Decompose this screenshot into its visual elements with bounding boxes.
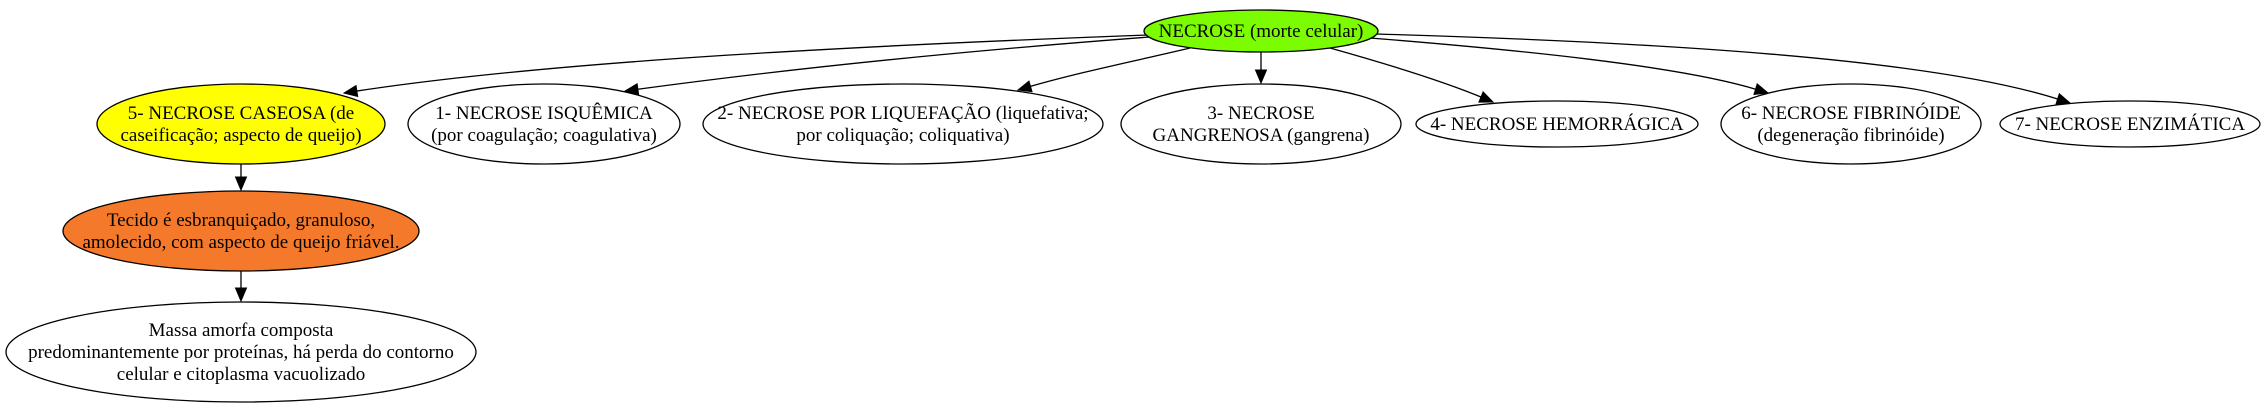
node-hemorragica: 4- NECROSE HEMORRÁGICA <box>1415 100 1699 148</box>
node-hemorragica-ellipse <box>1415 100 1699 148</box>
node-liquefacao: 2- NECROSE POR LIQUEFAÇÃO (liquefativa;p… <box>702 83 1104 165</box>
node-liquefacao-label-line: 2- NECROSE POR LIQUEFAÇÃO (liquefativa; <box>717 102 1088 124</box>
node-fibrinoide-ellipse <box>1720 83 1982 165</box>
node-isquemica-ellipse <box>407 83 681 165</box>
edge-root-to-fibrinoide <box>1369 37 1757 91</box>
arrowhead-root-to-enzimatica <box>2055 92 2072 105</box>
edge-root-to-enzimatica <box>1375 33 2059 100</box>
arrowhead-tecido-to-massa <box>234 287 248 303</box>
node-root-ellipse <box>1143 9 1379 53</box>
node-isquemica: 1- NECROSE ISQUÊMICA(por coagulação; coa… <box>407 83 681 165</box>
edge-root-to-isquemica <box>636 36 1151 91</box>
arrowhead-root-to-liquefacao <box>1016 80 1033 93</box>
node-liquefacao-label-line: por coliquação; coliquativa) <box>796 125 1009 146</box>
nodes-layer: NECROSE (morte celular) 5- NECROSE CASEOS… <box>5 9 2261 403</box>
node-gangrenosa-label-line: 3- NECROSE <box>1207 103 1314 124</box>
node-massa-label-line: celular e citoplasma vacuolizado <box>117 364 365 385</box>
arrowhead-caseosa-to-tecido <box>234 176 248 192</box>
edge-root-to-liquefacao <box>1029 47 1191 88</box>
node-caseosa-ellipse <box>96 83 386 165</box>
node-gangrenosa-label-line: GANGRENOSA (gangrena) <box>1153 125 1370 146</box>
node-enzimatica-label-line: 7- NECROSE ENZIMÁTICA <box>2015 113 2245 135</box>
node-tecido: Tecido é esbranquiçado, granuloso,amolec… <box>62 190 420 272</box>
node-isquemica-label-line: 1- NECROSE ISQUÊMICA <box>435 102 653 124</box>
node-isquemica-label-line: (por coagulação; coagulativa) <box>431 125 657 146</box>
node-root: NECROSE (morte celular) <box>1143 9 1379 53</box>
node-fibrinoide-label-line: 6- NECROSE FIBRINÓIDE <box>1741 102 1961 124</box>
node-root-label-line: NECROSE (morte celular) <box>1159 21 1364 42</box>
edges-layer <box>234 33 2072 303</box>
node-enzimatica-ellipse <box>1999 100 2261 148</box>
node-tecido-label-line: Tecido é esbranquiçado, granuloso, <box>107 210 375 231</box>
node-gangrenosa-ellipse <box>1120 83 1402 165</box>
node-massa-ellipse <box>5 301 477 403</box>
node-tecido-label-line: amolecido, com aspecto de queijo friável… <box>82 232 399 253</box>
node-caseosa-label-line: 5- NECROSE CASEOSA (de <box>128 103 354 124</box>
node-caseosa-label-line: caseificação; aspecto de queijo) <box>120 125 361 146</box>
arrowhead-root-to-hemorragica <box>1478 91 1495 103</box>
node-tecido-ellipse <box>62 190 420 272</box>
arrowhead-root-to-gangrenosa <box>1254 69 1268 85</box>
node-massa-label-line: predominantemente por proteínas, há perd… <box>28 342 454 363</box>
node-hemorragica-label-line: 4- NECROSE HEMORRÁGICA <box>1430 113 1684 135</box>
node-massa-label-line: Massa amorfa composta <box>149 320 334 341</box>
arrowhead-root-to-fibrinoide <box>1753 83 1770 96</box>
edge-root-to-hemorragica <box>1329 47 1483 98</box>
edge-root-to-caseosa <box>355 34 1148 92</box>
arrowhead-root-to-caseosa <box>342 84 359 98</box>
node-enzimatica: 7- NECROSE ENZIMÁTICA <box>1999 100 2261 148</box>
node-fibrinoide: 6- NECROSE FIBRINÓIDE(degeneração fibrin… <box>1720 83 1982 165</box>
node-liquefacao-ellipse <box>702 83 1104 165</box>
node-fibrinoide-label-line: (degeneração fibrinóide) <box>1757 125 1944 146</box>
